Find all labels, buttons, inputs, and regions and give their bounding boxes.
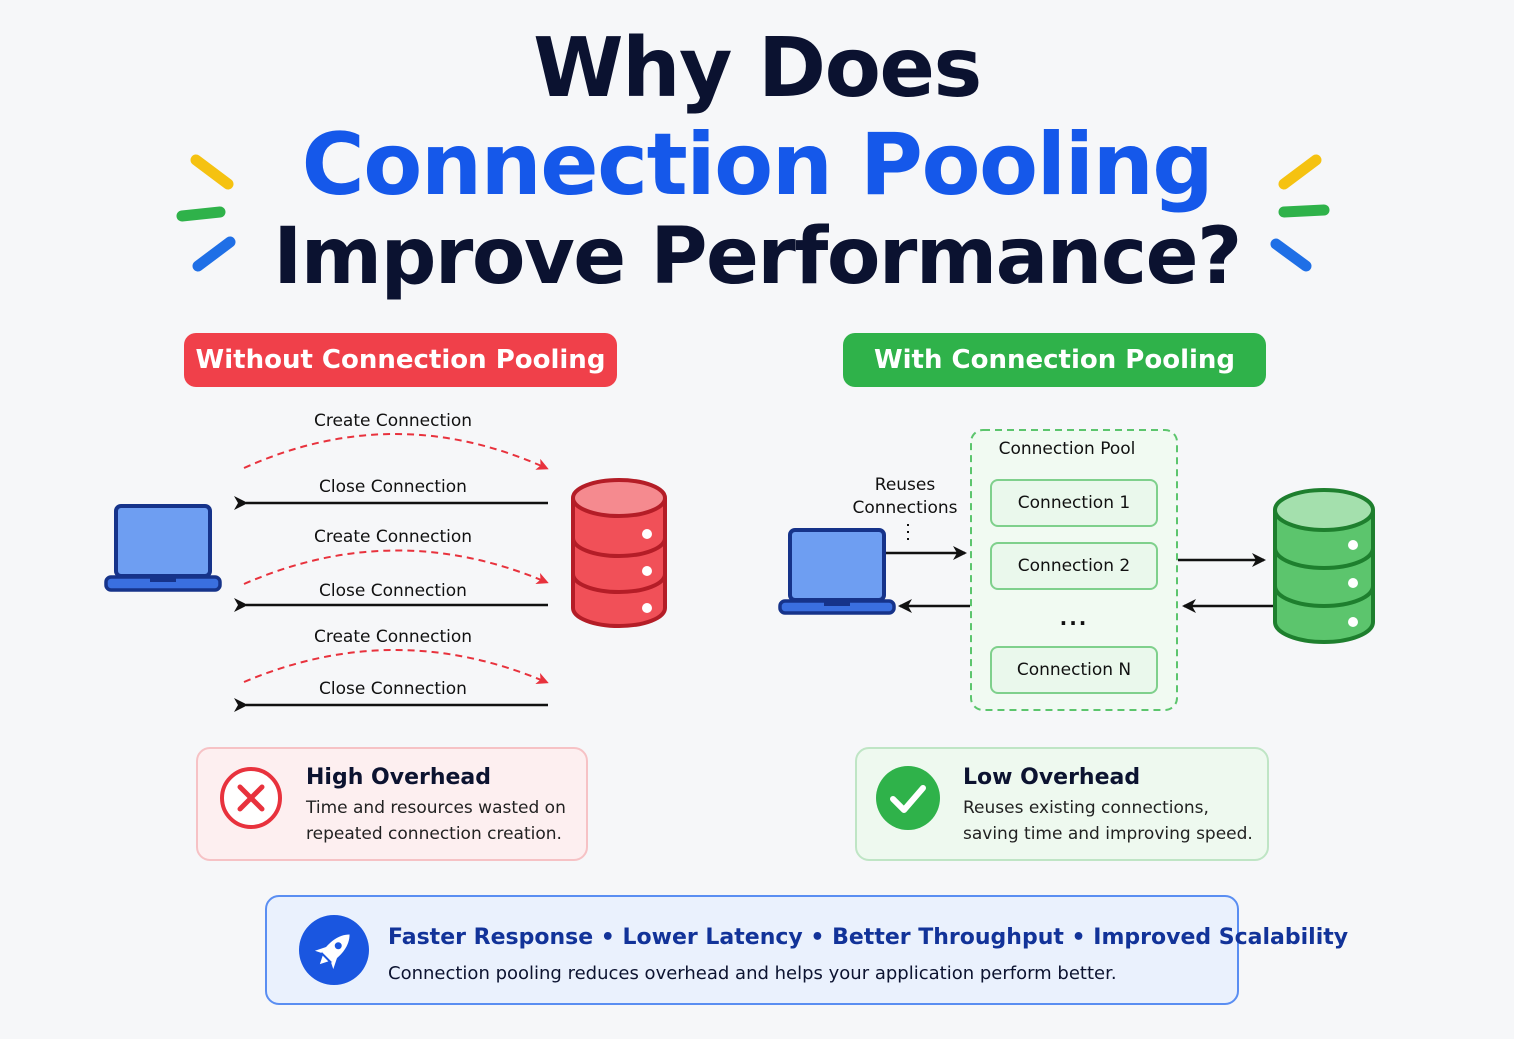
check-circle-icon [876, 766, 940, 830]
pool-connection-1: Connection 1 [990, 479, 1158, 527]
client-laptop-icon [778, 528, 896, 615]
title-line-1: Why Does [533, 21, 982, 116]
card-text-line-1: Time and resources wasted on [306, 798, 566, 818]
create-connection-label: Create Connection [313, 411, 473, 431]
reuses-label: Reuses [874, 475, 936, 495]
low-overhead-card: Low Overhead Reuses existing connections… [855, 747, 1269, 861]
pool-connection-n: Connection N [990, 646, 1158, 694]
title-line-3: Improve Performance? [273, 212, 1242, 302]
close-connection-label: Close Connection [319, 679, 467, 699]
pool-ellipsis: ... [1059, 606, 1089, 630]
card-title: Low Overhead [963, 765, 1141, 790]
create-arc-2 [243, 549, 549, 585]
card-text-line-1: Reuses existing connections, [963, 798, 1209, 818]
without-pooling-heading: Without Connection Pooling [184, 333, 617, 387]
sparkle-right-icon [1270, 154, 1330, 272]
client-laptop-icon [104, 504, 222, 592]
without-pooling-diagram [234, 433, 549, 712]
sparkle-left-icon [176, 154, 236, 272]
create-connection-label: Create Connection [313, 527, 473, 547]
rocket-icon [299, 915, 369, 985]
connection-pool-title: Connection Pool [998, 439, 1136, 459]
high-overhead-card: High Overhead Time and resources wasted … [196, 747, 588, 861]
with-pooling-heading: With Connection Pooling [843, 333, 1266, 387]
error-x-icon [220, 767, 282, 829]
close-connection-label: Close Connection [319, 477, 467, 497]
pool-connection-2: Connection 2 [990, 542, 1158, 590]
close-connection-label: Close Connection [319, 581, 467, 601]
benefits-subline: Connection pooling reduces overhead and … [388, 963, 1117, 984]
benefits-banner: Faster Response • Lower Latency • Better… [265, 895, 1348, 1005]
database-green-icon [1273, 488, 1375, 644]
card-text-line-2: repeated connection creation. [306, 824, 562, 844]
card-text-line-2: saving time and improving speed. [963, 824, 1253, 844]
title-line-2: Connection Pooling [301, 115, 1214, 215]
create-connection-label: Create Connection [313, 627, 473, 647]
connections-label: Connections [852, 498, 958, 518]
benefits-headline: Faster Response • Lower Latency • Better… [388, 925, 1349, 950]
create-arc-1 [243, 433, 549, 470]
create-arc-3 [243, 649, 549, 685]
card-title: High Overhead [306, 765, 492, 790]
database-red-icon [571, 478, 667, 628]
